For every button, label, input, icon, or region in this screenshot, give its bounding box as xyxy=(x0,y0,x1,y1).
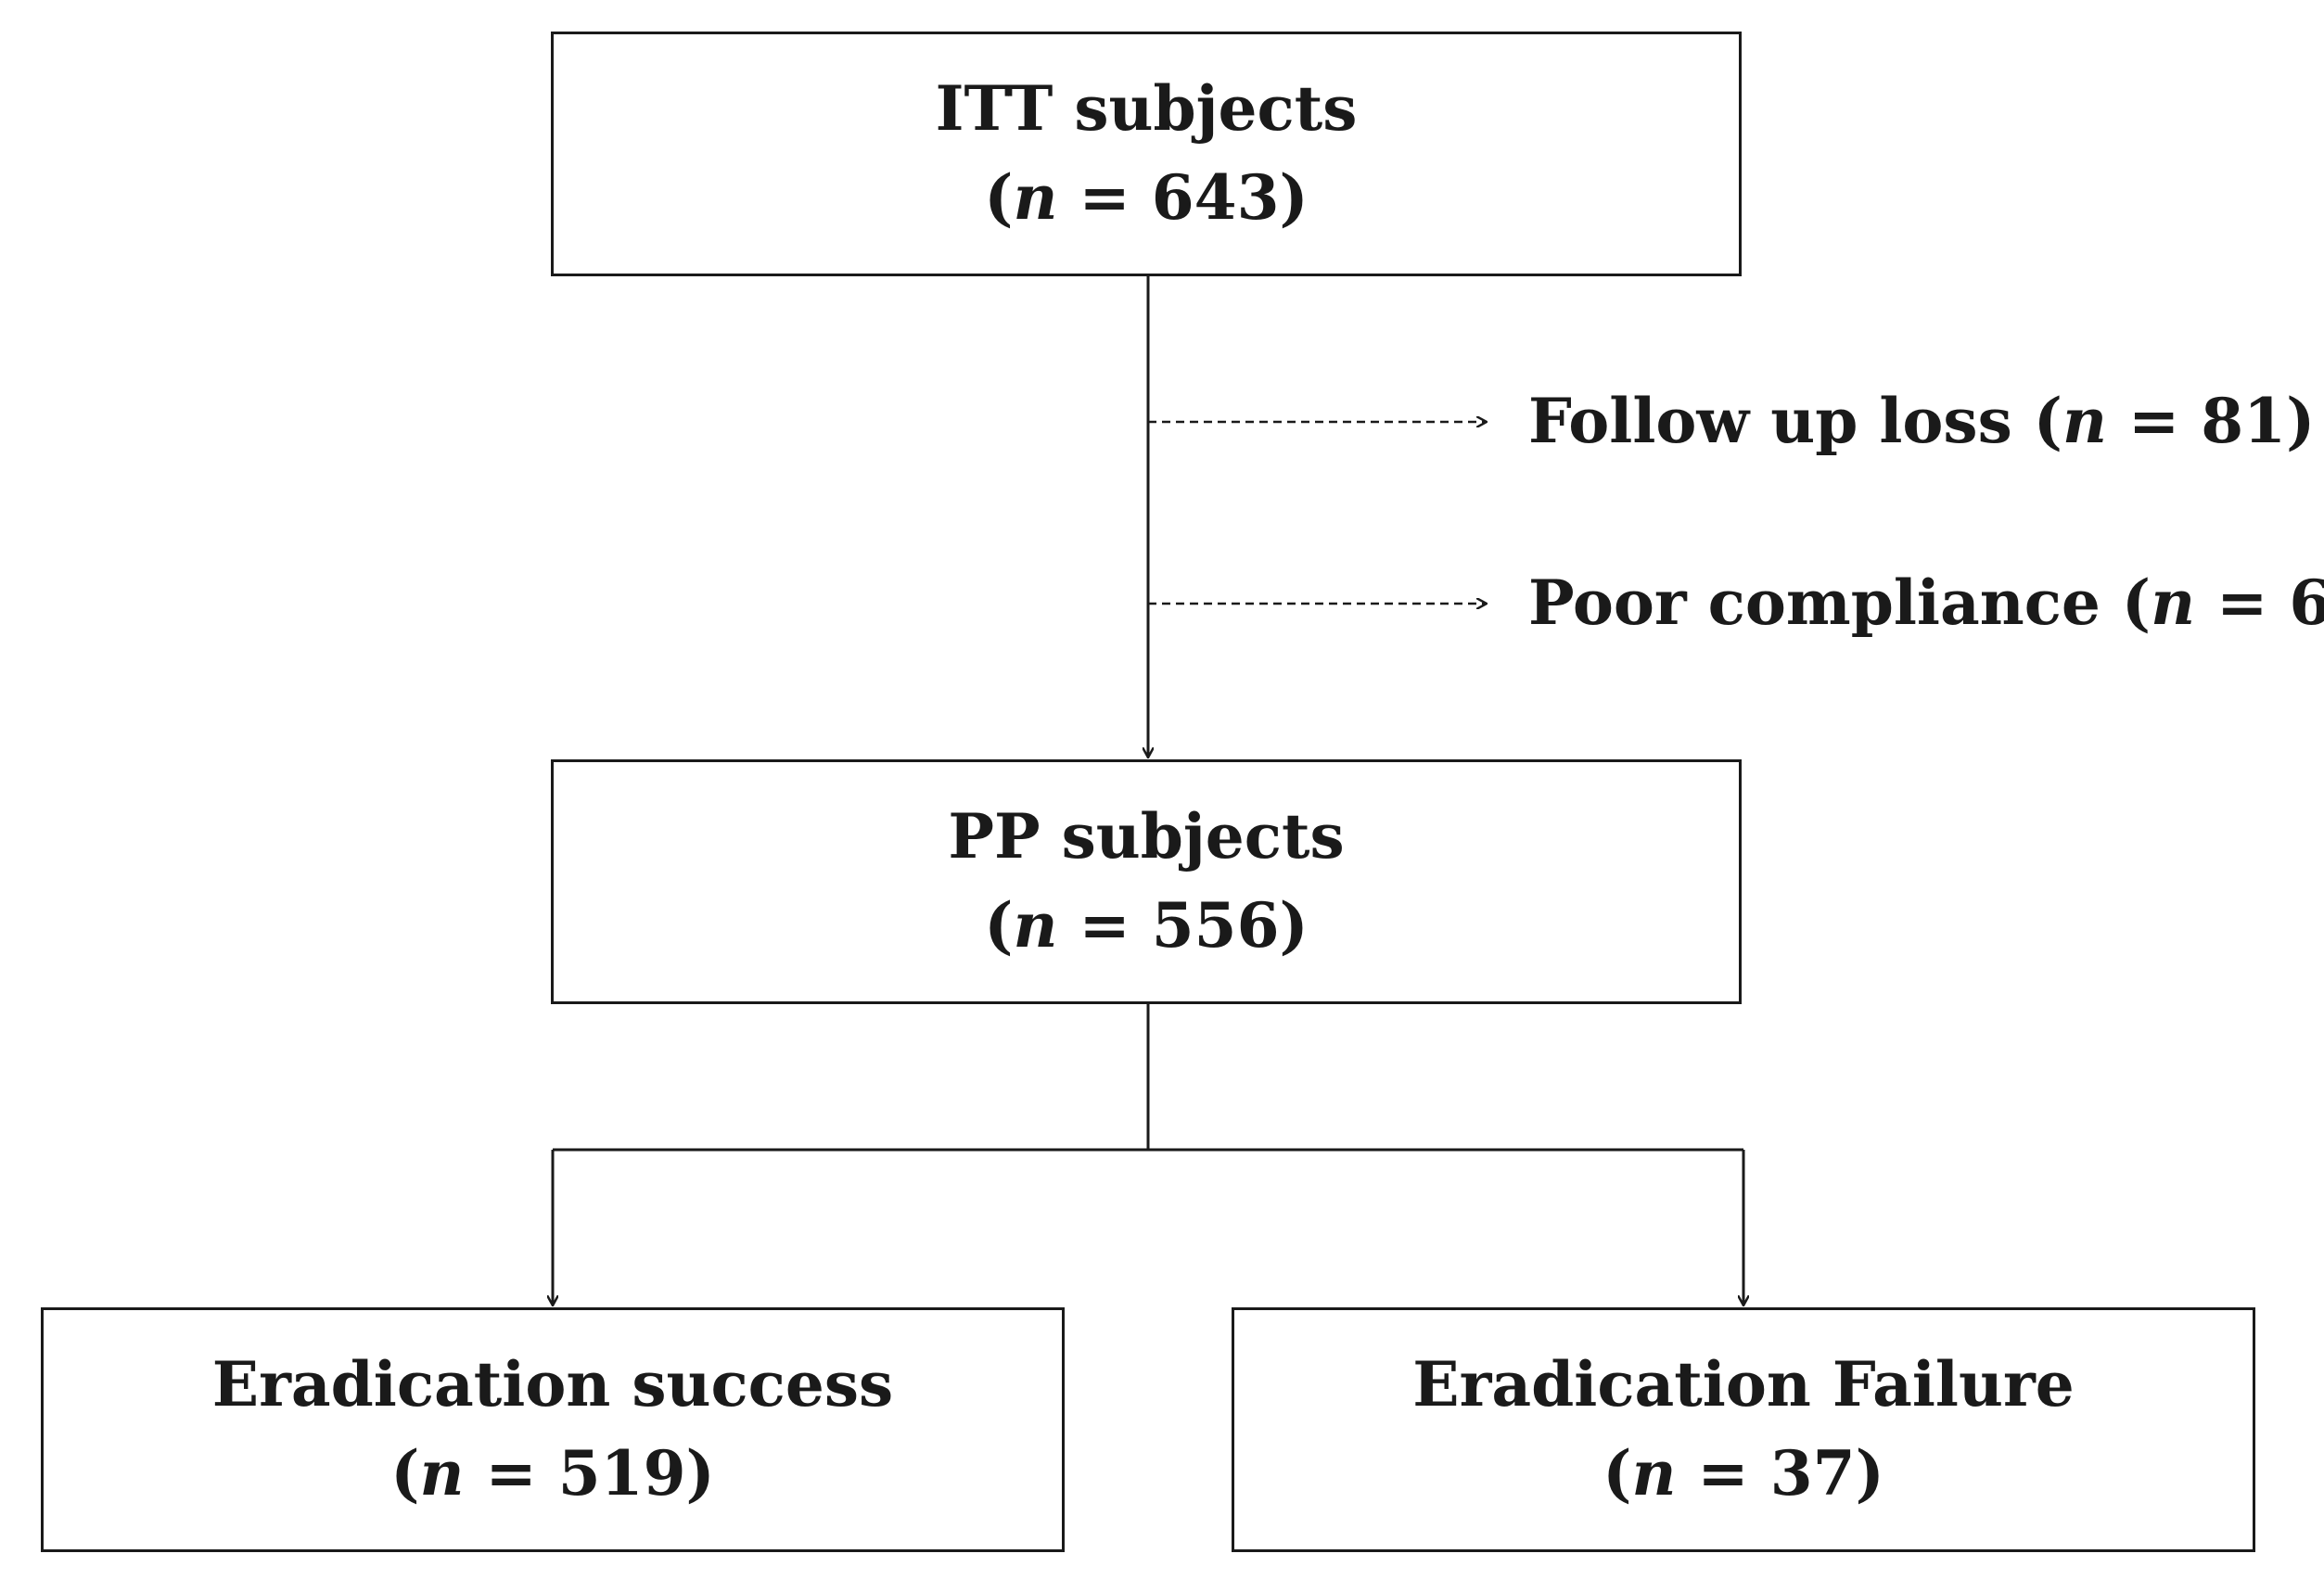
itt-subjects-box: ITT subjects (n = 643) xyxy=(551,32,1742,276)
eradication-success-count: (n = 519) xyxy=(390,1437,715,1509)
eradication-failure-title: Eradication Failure xyxy=(1412,1348,2075,1421)
poor-compliance-label: Poor compliance (n = 6) xyxy=(1528,567,2324,639)
itt-subjects-title: ITT subjects xyxy=(935,72,1358,146)
eradication-success-title: Eradication success xyxy=(211,1348,894,1421)
pp-subjects-box: PP subjects (n = 556) xyxy=(551,759,1742,1004)
pp-subjects-count: (n = 556) xyxy=(984,889,1309,962)
follow-up-loss-label: Follow up loss (n = 81) xyxy=(1528,385,2316,457)
eradication-failure-count: (n = 37) xyxy=(1603,1437,1884,1509)
eradication-failure-box: Eradication Failure (n = 37) xyxy=(1232,1307,2255,1552)
pp-subjects-title: PP subjects xyxy=(948,800,1345,873)
eradication-success-box: Eradication success (n = 519) xyxy=(41,1307,1065,1552)
itt-subjects-count: (n = 643) xyxy=(984,161,1309,234)
